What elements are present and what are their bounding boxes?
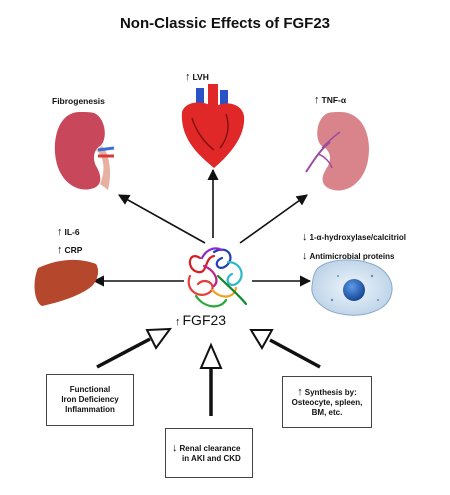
input-arrows bbox=[96, 327, 321, 416]
heart-illustration bbox=[181, 84, 245, 168]
arrow-from-renal-clearance bbox=[199, 342, 223, 416]
arrow-to-fibrogenesis bbox=[118, 194, 206, 244]
hydroxylase-label: 1-α-hydroxylase/calcitriol bbox=[302, 231, 407, 243]
iron-deficiency-box: Functional Iron Deficiency Inflammation bbox=[46, 374, 134, 426]
iron-deficiency-line-1: Functional bbox=[69, 385, 111, 394]
fibrogenesis-label: Fibrogenesis bbox=[52, 96, 105, 106]
iron-deficiency-line-2: Iron Deficiency bbox=[61, 395, 119, 404]
arrow-from-iron-deficiency bbox=[96, 327, 173, 369]
fgf23-protein-illustration bbox=[187, 247, 248, 308]
iron-deficiency-line-3: Inflammation bbox=[65, 405, 115, 414]
diagram-title: Non-Classic Effects of FGF23 bbox=[119, 15, 331, 32]
kidney-illustration bbox=[54, 112, 115, 190]
il6-label: IL-6 bbox=[57, 226, 80, 238]
macrophage-illustration bbox=[311, 259, 393, 316]
antimicrobial-proteins-label: Antimicrobial proteins bbox=[302, 250, 395, 262]
renal-clearance-box: Renal clearance in AKI and CKD bbox=[165, 428, 253, 478]
synthesis-line-2: Osteocyte, spleen, bbox=[291, 397, 363, 407]
synthesis-line-1: Synthesis by: bbox=[297, 387, 357, 398]
crp-label: CRP bbox=[57, 244, 83, 256]
renal-clearance-line-2: in AKI and CKD bbox=[182, 453, 241, 463]
output-arrows bbox=[92, 168, 312, 287]
renal-clearance-line-1: Renal clearance bbox=[172, 443, 241, 454]
liver-illustration bbox=[34, 259, 99, 306]
synthesis-line-3: BM, etc. bbox=[311, 407, 343, 417]
arrow-from-synthesis bbox=[249, 329, 321, 369]
lvh-label: LVH bbox=[185, 71, 209, 83]
fgf23-label: FGF23 bbox=[175, 312, 227, 328]
arrow-to-tnf bbox=[239, 194, 308, 244]
synthesis-box: Synthesis by: Osteocyte, spleen, BM, etc… bbox=[282, 376, 372, 428]
tnf-alpha-label: TNF-α bbox=[314, 94, 347, 106]
right-kidney-illustration bbox=[305, 112, 369, 191]
